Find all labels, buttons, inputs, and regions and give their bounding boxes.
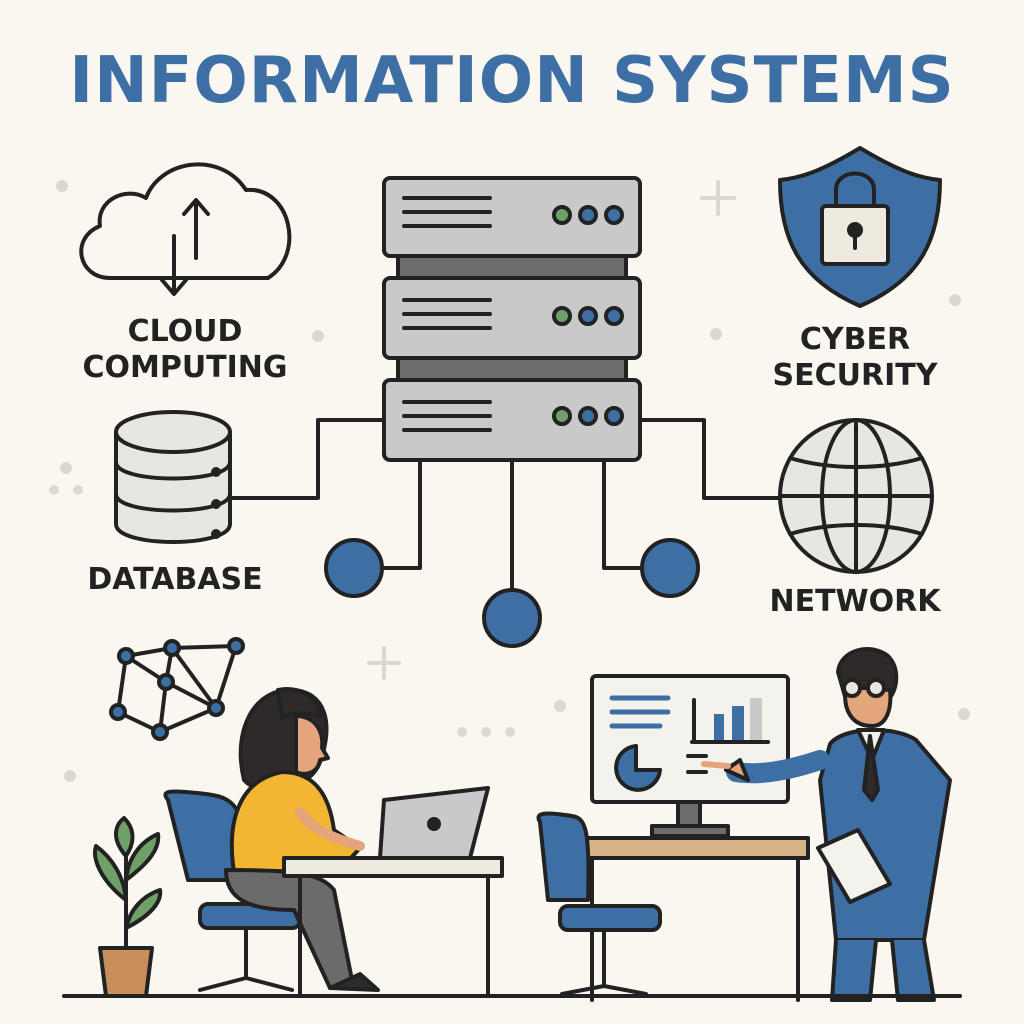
server-unit [382,276,642,360]
cyber-label-line2: SECURITY [772,358,938,393]
server-rack-icon [382,176,642,462]
server-connections [230,418,780,594]
presenter-scene [536,647,952,1002]
woman-at-laptop [163,687,504,998]
cloud-icon [79,162,292,296]
page-title: INFORMATION SYSTEMS [69,44,955,118]
server-unit [382,378,642,462]
database-label: DATABASE [87,562,263,597]
decorative-dots [49,180,970,782]
potted-plant [93,816,163,998]
cloud-computing-label: CLOUD COMPUTING [60,314,310,386]
network-graph-icon [109,637,245,741]
cyber-security-label: CYBER SECURITY [740,322,970,394]
globe-icon [778,418,934,574]
shield-lock-icon [778,146,942,308]
cloud-label-line2: COMPUTING [82,350,288,385]
cyber-label-line1: CYBER [799,322,911,357]
connection-nodes [324,538,700,648]
database-icon [114,410,232,544]
server-unit [382,176,642,258]
decorative-plus [367,180,736,680]
network-label: NETWORK [769,584,941,619]
cloud-label-line1: CLOUD [127,314,243,349]
